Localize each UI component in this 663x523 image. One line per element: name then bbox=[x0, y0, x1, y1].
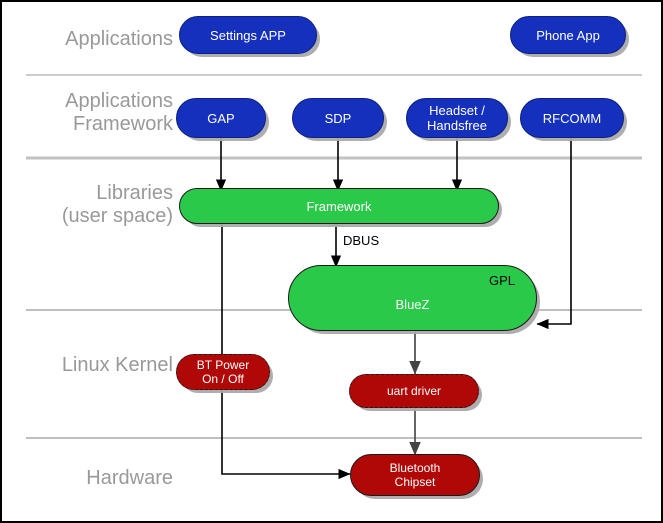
node-phone-app[interactable]: Phone App bbox=[510, 16, 626, 54]
node-shape-sdp bbox=[292, 98, 384, 138]
node-shape-rfcomm bbox=[520, 98, 624, 138]
node-bt-power[interactable]: BT Power On / Off bbox=[176, 354, 270, 390]
layer-label-libraries: Libraries (user space) bbox=[61, 182, 173, 227]
node-shape-framework bbox=[179, 188, 499, 224]
node-gap[interactable]: GAP bbox=[176, 98, 266, 138]
node-tag-gpl: GPL bbox=[488, 273, 515, 288]
edge-label-dbus: DBUS bbox=[343, 233, 380, 248]
node-settings-app[interactable]: Settings APP bbox=[179, 16, 317, 54]
node-sdp[interactable]: SDP bbox=[292, 98, 384, 138]
edge-rfcomm-bluez bbox=[536, 138, 572, 330]
node-shape-headset-handsfree bbox=[406, 98, 508, 138]
node-shape-settings-app bbox=[179, 16, 317, 54]
node-shape-bt-power bbox=[176, 354, 270, 390]
node-bluetooth-chipset[interactable]: Bluetooth Chipset bbox=[350, 454, 480, 496]
node-uart-driver[interactable]: uart driver bbox=[349, 374, 479, 408]
node-shape-phone-app bbox=[510, 16, 626, 54]
edge-framework-chipset bbox=[221, 222, 351, 480]
node-rfcomm[interactable]: RFCOMM bbox=[520, 98, 624, 138]
layer-label-hardware: Hardware bbox=[86, 467, 173, 489]
node-shape-gap bbox=[176, 98, 266, 138]
node-shape-bluetooth-chipset bbox=[350, 454, 480, 496]
node-bluez[interactable]: GPL BlueZ bbox=[288, 265, 537, 331]
node-headset-handsfree[interactable]: Headset / Handsfree bbox=[406, 98, 508, 138]
node-shape-uart-driver bbox=[349, 374, 479, 408]
layer-label-linux-kernel: Linux Kernel bbox=[61, 354, 173, 376]
layer-label-applications-framework: Applications Framework bbox=[65, 90, 173, 135]
node-framework[interactable]: Framework bbox=[179, 188, 499, 224]
layer-label-applications: Applications bbox=[65, 28, 173, 50]
